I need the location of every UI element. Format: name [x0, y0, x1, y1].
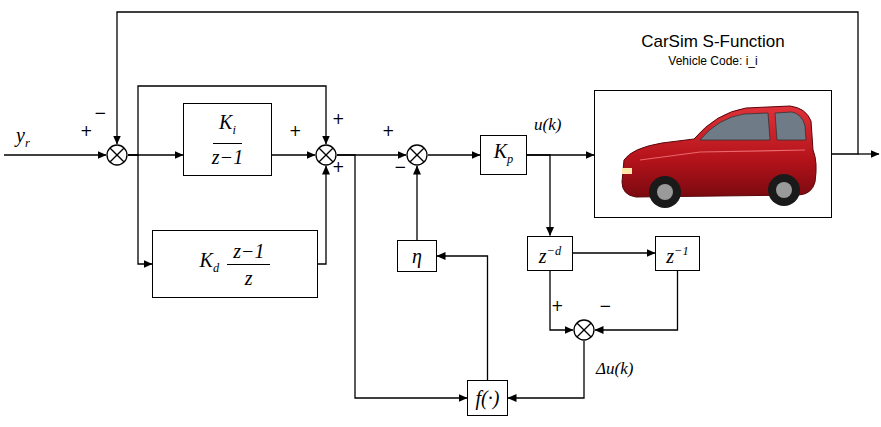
- sign-label: +: [80, 122, 93, 140]
- connector: [595, 271, 678, 331]
- process-box: z−1: [655, 236, 700, 271]
- connector: [437, 256, 488, 380]
- block-symbol: z−1: [666, 240, 688, 267]
- sum-symbol: [406, 144, 428, 166]
- connector: [573, 252, 655, 253]
- car-illustration: [622, 106, 816, 208]
- sign-label: +: [551, 297, 564, 315]
- process-box: Kp: [480, 135, 527, 175]
- sum-symbol: [573, 319, 595, 341]
- connector: [128, 155, 152, 264]
- transfer-block: Kd z−1z: [152, 230, 318, 298]
- numerator: Ki: [213, 111, 242, 144]
- sign-label: −: [599, 297, 612, 315]
- sign-label: −: [394, 158, 407, 176]
- connector: [527, 155, 550, 236]
- block-subheading: Vehicle Code: i_i: [575, 53, 851, 69]
- transfer-block: Kiz−1: [183, 103, 272, 176]
- block-symbol: f(·): [476, 387, 500, 409]
- process-box: f(·): [467, 380, 508, 416]
- block-symbol: η: [412, 245, 422, 267]
- vehicle-model-block: CarSim S-FunctionVehicle Code: i_i: [594, 90, 832, 218]
- input-arrow: [4, 154, 106, 155]
- connector: [508, 341, 584, 398]
- connector: [416, 166, 417, 240]
- sign-label: +: [332, 158, 345, 176]
- sign-label: +: [289, 122, 302, 140]
- sign-label: +: [332, 110, 345, 128]
- connector: [272, 154, 315, 155]
- sign-label: +: [382, 122, 395, 140]
- summing-junction: +−: [573, 319, 595, 341]
- block-heading: CarSim S-Function: [575, 31, 851, 53]
- output-arrow: [858, 153, 879, 154]
- sum-symbol: [106, 144, 128, 166]
- block-symbol: z−d: [539, 240, 561, 267]
- connector: [337, 155, 467, 398]
- connector: [428, 154, 480, 155]
- process-box: η: [397, 240, 437, 272]
- connector: [318, 166, 326, 264]
- sign-label: −: [94, 104, 107, 122]
- summing-junction: +−: [406, 144, 428, 166]
- summing-junction: +−: [106, 144, 128, 166]
- connector: [550, 271, 573, 331]
- block-symbol: Kp: [494, 140, 514, 170]
- process-box: z−d: [527, 236, 573, 271]
- gain-symbol: Kd: [200, 249, 220, 279]
- denominator: z−1: [206, 144, 249, 168]
- numerator: z−1: [227, 240, 270, 265]
- connector: [117, 12, 858, 154]
- signal-name: yr: [14, 124, 32, 154]
- signal-label: u(k): [532, 114, 563, 136]
- summing-junction: +++: [315, 144, 337, 166]
- signal-label: Δu(k): [594, 358, 635, 380]
- denominator: z: [239, 265, 259, 289]
